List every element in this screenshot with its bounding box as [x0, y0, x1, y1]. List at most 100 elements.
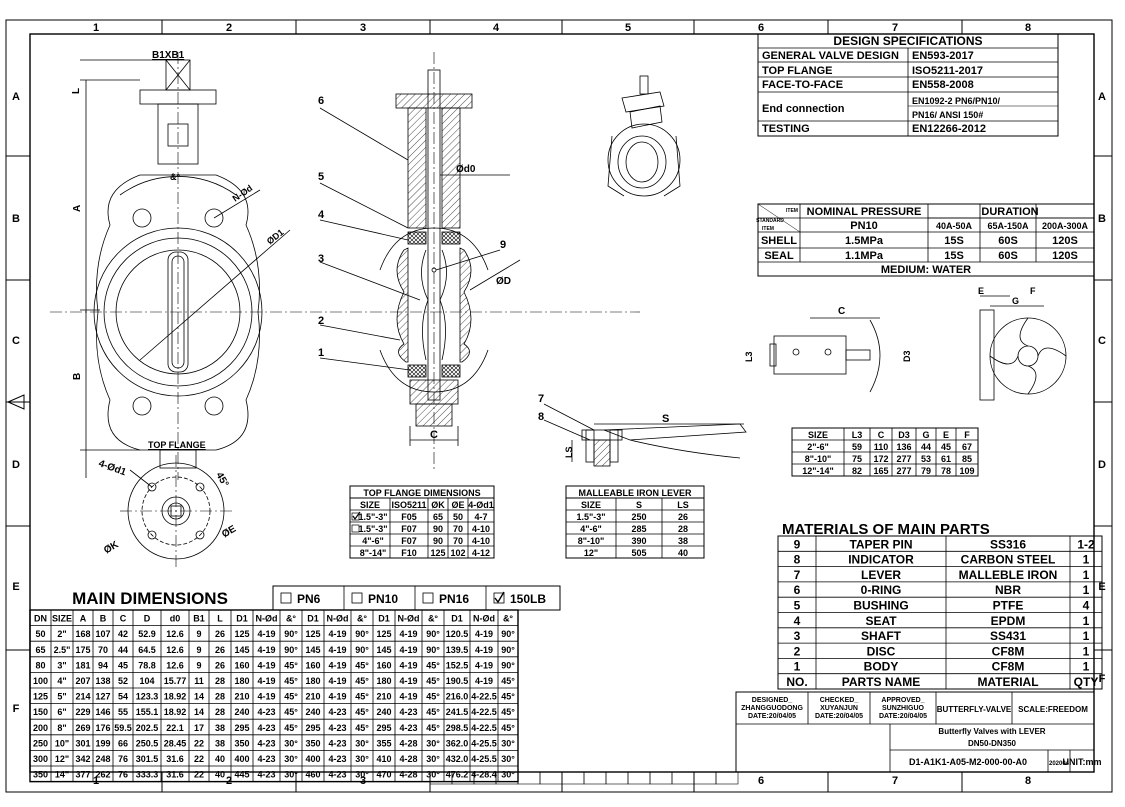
tf-checkbox[interactable] — [351, 524, 360, 533]
lever-view: 7 8 S LS — [538, 393, 747, 467]
pressure-row-mpa: 1.1MPa — [845, 250, 884, 262]
part-2: 2 — [318, 315, 324, 327]
dims-cell: 146 — [95, 707, 110, 717]
dims-cell: 38 — [215, 723, 225, 733]
dims-cell: 269 — [75, 723, 90, 733]
gear-view: C L3 D3 E G F — [744, 286, 1067, 401]
pressure-row-item: SEAL — [764, 250, 794, 262]
gear-head: L3 — [852, 430, 863, 440]
label-l: L — [71, 88, 82, 94]
dims-cell: 4-19 — [399, 676, 417, 686]
dims-cell: 45° — [355, 707, 369, 717]
dims-cell: 4-23 — [328, 770, 346, 780]
spec-label: TESTING — [762, 123, 810, 135]
check-icon — [494, 591, 505, 604]
dims-cell: 45° — [355, 660, 369, 670]
pressure-class-checkbox[interactable] — [280, 592, 292, 604]
dims-cell: 90° — [501, 629, 515, 639]
lever-title: MALLEABLE IRON LEVER — [578, 488, 692, 498]
dims-cell: 4-23 — [257, 754, 275, 764]
pressure-head-duration: DURATION — [981, 206, 1038, 218]
dims-cell: 18.92 — [164, 692, 187, 702]
dims-cell: 4-28.4 — [471, 770, 497, 780]
label-45deg: 45° — [213, 471, 230, 490]
titleblock-scale: SCALE:FREEDOM — [1018, 705, 1088, 714]
spec-label: End connection — [762, 103, 845, 115]
label-ls: LS — [564, 446, 574, 458]
pressure-head-nominal: NOMINAL PRESSURE — [807, 206, 922, 218]
pressure-class-checkbox[interactable] — [351, 592, 363, 604]
label-e: ØE — [220, 523, 238, 540]
dims-cell: 4-19 — [475, 645, 493, 655]
tf-cell: 4"-6" — [362, 536, 384, 546]
dims-cell: 90° — [426, 645, 440, 655]
titleblock-approved: DATE:20/04/05 — [879, 713, 927, 720]
dims-cell: 45° — [284, 660, 298, 670]
lever-head: SIZE — [581, 500, 601, 510]
pressure-corner-item-2: ITEM — [762, 226, 774, 232]
gear-cell: 79 — [921, 466, 931, 476]
dims-cell: 4-23 — [257, 770, 275, 780]
tf-cell: 70 — [453, 524, 463, 534]
material-cell: SEAT — [865, 614, 897, 628]
pressure-corner-standard: STANDARD — [756, 218, 784, 224]
titleblock-desc1: Butterfly Valves with LEVER — [938, 727, 1045, 736]
dims-cell: 30° — [355, 738, 369, 748]
dims-cell: 55 — [118, 707, 128, 717]
dims-head: D1 — [307, 614, 319, 624]
dims-cell: 17 — [194, 723, 204, 733]
material-cell: SHAFT — [861, 629, 902, 643]
dims-cell: 190.5 — [446, 676, 469, 686]
tf-checkbox-checked[interactable] — [351, 512, 360, 521]
dims-cell: 207 — [75, 676, 90, 686]
dims-cell: 152.5 — [446, 660, 469, 670]
dims-cell: 355 — [376, 738, 391, 748]
material-cell: 1 — [1083, 568, 1090, 582]
dims-cell: 45° — [355, 676, 369, 686]
pressure-class-checkbox[interactable] — [493, 592, 505, 604]
dims-cell: 180 — [376, 676, 391, 686]
titleblock-rev: 202004 — [1049, 761, 1070, 767]
pressure-class-checkbox[interactable] — [422, 592, 434, 604]
part-9: 9 — [500, 239, 506, 251]
pressure-row-duration: 60S — [998, 250, 1018, 262]
dims-cell: 4" — [57, 676, 66, 686]
pressure-row-item: SHELL — [761, 235, 797, 247]
dims-cell: 295 — [234, 723, 249, 733]
dims-cell: 160 — [305, 660, 320, 670]
pressure-medium: MEDIUM: WATER — [881, 264, 971, 276]
lever-head: LS — [677, 500, 689, 510]
dims-cell: 4-19 — [328, 629, 346, 639]
dims-cell: 78.8 — [138, 660, 156, 670]
dims-cell: 180 — [234, 676, 249, 686]
dims-cell: 4-19 — [475, 660, 493, 670]
dims-cell: 76 — [118, 754, 128, 764]
dims-cell: 202.5 — [136, 723, 159, 733]
dims-cell: 30° — [501, 754, 515, 764]
part-8: 8 — [538, 411, 544, 423]
pressure-col: 200A-300A — [1042, 221, 1089, 231]
dims-cell: 160 — [234, 660, 249, 670]
dims-cell: 90° — [501, 645, 515, 655]
pressure-class-label: 150LB — [510, 592, 546, 606]
dims-cell: 4-23 — [257, 723, 275, 733]
dims-cell: 76 — [118, 770, 128, 780]
material-cell: BUSHING — [853, 599, 908, 613]
dims-cell: 15.77 — [164, 676, 187, 686]
dims-cell: 250.5 — [136, 738, 159, 748]
spec-label: TOP FLANGE — [762, 65, 833, 77]
dims-cell: 14 — [194, 692, 204, 702]
dims-head: N-Ød — [398, 614, 420, 624]
dims-cell: 22 — [194, 770, 204, 780]
tf-head: ØE — [451, 500, 464, 510]
dims-cell: 125 — [33, 692, 48, 702]
dims-cell: 155.1 — [136, 707, 159, 717]
label-gear-e: E — [978, 286, 984, 296]
lever-cell: 40 — [678, 548, 688, 558]
dims-cell: 54 — [118, 692, 128, 702]
dims-cell: 30° — [284, 738, 298, 748]
label-d0: Ød0 — [456, 164, 476, 175]
